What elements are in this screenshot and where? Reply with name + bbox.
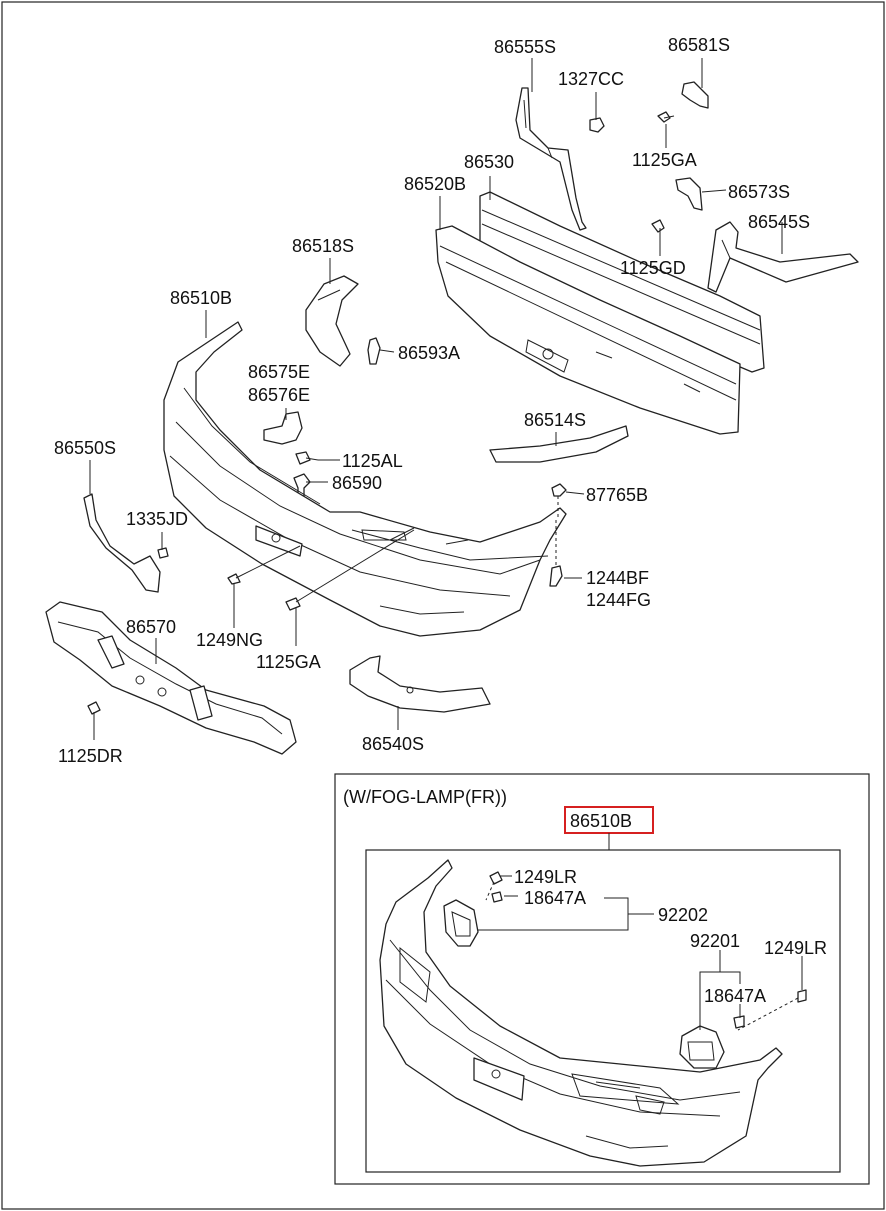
- fog-lamp-92201: [679, 1025, 725, 1069]
- label-1249lr-a: 1249LR: [514, 867, 577, 887]
- label-18647a-b: 18647A: [704, 986, 766, 1006]
- label-1125ga-low: 1125GA: [256, 652, 321, 672]
- bracket-86575e: [263, 411, 303, 445]
- screw-1249lr-a: [485, 871, 503, 901]
- highlighted-part-label: 86510B: [570, 811, 632, 831]
- label-87765b: 87765B: [586, 485, 648, 505]
- inset-inner-frame: [365, 849, 841, 1173]
- label-86550s: 86550S: [54, 438, 116, 458]
- bolt-1125ga-top: [657, 111, 675, 123]
- label-86573s: 86573S: [728, 182, 790, 202]
- label-18647a-a: 18647A: [524, 888, 586, 908]
- bracket-86545s: [707, 221, 859, 293]
- label-92202: 92202: [658, 905, 708, 925]
- lower-bracket-86570: [45, 601, 297, 755]
- label-1125dr: 1125DR: [58, 746, 123, 766]
- inset-frame: [334, 773, 870, 1185]
- bolt-1125ga-low: [285, 529, 415, 611]
- garnish-86540s: [349, 655, 491, 713]
- bolt-1244bf: [549, 520, 563, 587]
- bolt-1125gd: [651, 219, 665, 240]
- label-86520b: 86520B: [404, 174, 466, 194]
- clip-87765b: [551, 483, 567, 520]
- clip-86593a: [367, 337, 381, 365]
- label-1125al: 1125AL: [342, 451, 403, 471]
- absorber-86520b: [435, 225, 741, 435]
- label-1244fg: 1244FG: [586, 590, 651, 610]
- label-1244bf: 1244BF: [586, 568, 649, 588]
- garnish-86518s: [305, 275, 359, 367]
- label-1249lr-b: 1249LR: [764, 938, 827, 958]
- nut-1327cc: [589, 117, 605, 133]
- label-1327cc: 1327CC: [558, 69, 624, 89]
- bulb-18647a-a: [491, 891, 503, 903]
- label-1249ng: 1249NG: [196, 630, 263, 650]
- label-86593a: 86593A: [398, 343, 460, 363]
- label-86555s: 86555S: [494, 37, 556, 57]
- screw-1249lr-b: [737, 989, 807, 1031]
- bumper-cover-86510b: [163, 321, 567, 637]
- label-86581s: 86581S: [668, 35, 730, 55]
- inset-leader-lines: [478, 875, 803, 1030]
- inset-title: (W/FOG-LAMP(FR)): [343, 787, 507, 807]
- label-86570: 86570: [126, 617, 176, 637]
- label-86510b: 86510B: [170, 288, 232, 308]
- screw-1125al: [295, 451, 319, 465]
- label-1335jd: 1335JD: [126, 509, 188, 529]
- leader-lines: [89, 58, 783, 740]
- label-86590: 86590: [332, 473, 382, 493]
- bumper-cover-fog-variant: [379, 859, 783, 1167]
- label-86514s: 86514S: [524, 410, 586, 430]
- label-86576e: 86576E: [248, 385, 310, 405]
- clip-1335jd: [157, 547, 169, 559]
- garnish-86514s: [489, 425, 629, 463]
- bracket-86555s: [515, 87, 587, 231]
- bulb-18647a-b: [733, 1015, 745, 1029]
- label-1125gd: 1125GD: [620, 258, 686, 278]
- bracket-86550s: [83, 493, 161, 593]
- bolt-1249ng: [227, 545, 301, 585]
- label-86518s: 86518S: [292, 236, 354, 256]
- fog-lamp-inset: (W/FOG-LAMP(FR)) 86510B: [334, 773, 870, 1185]
- bracket-86573s: [675, 177, 703, 211]
- bracket-86581s: [681, 81, 709, 109]
- fog-lamp-92202: [443, 899, 479, 947]
- label-86530: 86530: [464, 152, 514, 172]
- label-92201: 92201: [690, 931, 740, 951]
- label-86545s: 86545S: [748, 212, 810, 232]
- label-86540s: 86540S: [362, 734, 424, 754]
- label-1125ga-top: 1125GA: [632, 150, 697, 170]
- label-86575e: 86575E: [248, 362, 310, 382]
